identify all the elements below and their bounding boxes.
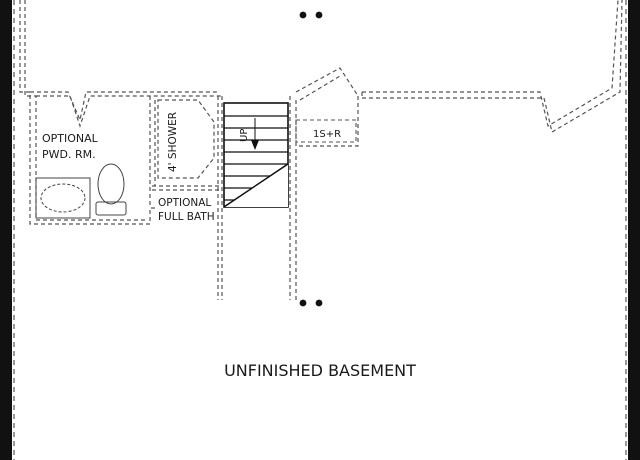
full-bath-label: OPTIONAL FULL BATH	[158, 197, 215, 223]
shelf-outer-wall	[296, 96, 359, 147]
stair-up-label: UP	[239, 129, 250, 142]
powder-room-top-wall-outer	[30, 91, 218, 122]
basement-label: UNFINISHED BASEMENT	[224, 361, 416, 380]
upper-left-wall-inner	[24, 0, 148, 221]
upper-right-wall	[362, 0, 619, 127]
toilet-bowl	[97, 163, 125, 205]
staircase	[223, 102, 289, 208]
right-outer-wall	[628, 0, 640, 460]
column-marker	[315, 299, 323, 307]
shelf-label: 1S+R	[313, 129, 341, 140]
sink-basin	[40, 183, 86, 213]
door-swing	[295, 67, 359, 97]
column-marker	[299, 299, 307, 307]
powder-room-label: OPTIONAL PWD. RM.	[42, 132, 101, 161]
shelf-box	[295, 119, 357, 143]
upper-right-wall-inner	[362, 0, 623, 133]
vanity-counter	[35, 177, 91, 219]
column-marker	[299, 11, 307, 19]
upper-left-wall	[19, 0, 155, 225]
column-marker	[315, 11, 323, 19]
powder-room-top-wall	[36, 95, 222, 128]
left-outer-wall	[0, 0, 12, 460]
shower-label: 4' SHOWER	[167, 112, 179, 172]
stair-break-edge	[223, 163, 289, 208]
shower-enclosure	[157, 99, 215, 179]
stair-direction-arrow-head	[251, 140, 259, 150]
door-leaf	[299, 75, 341, 101]
toilet-tank	[95, 201, 127, 216]
